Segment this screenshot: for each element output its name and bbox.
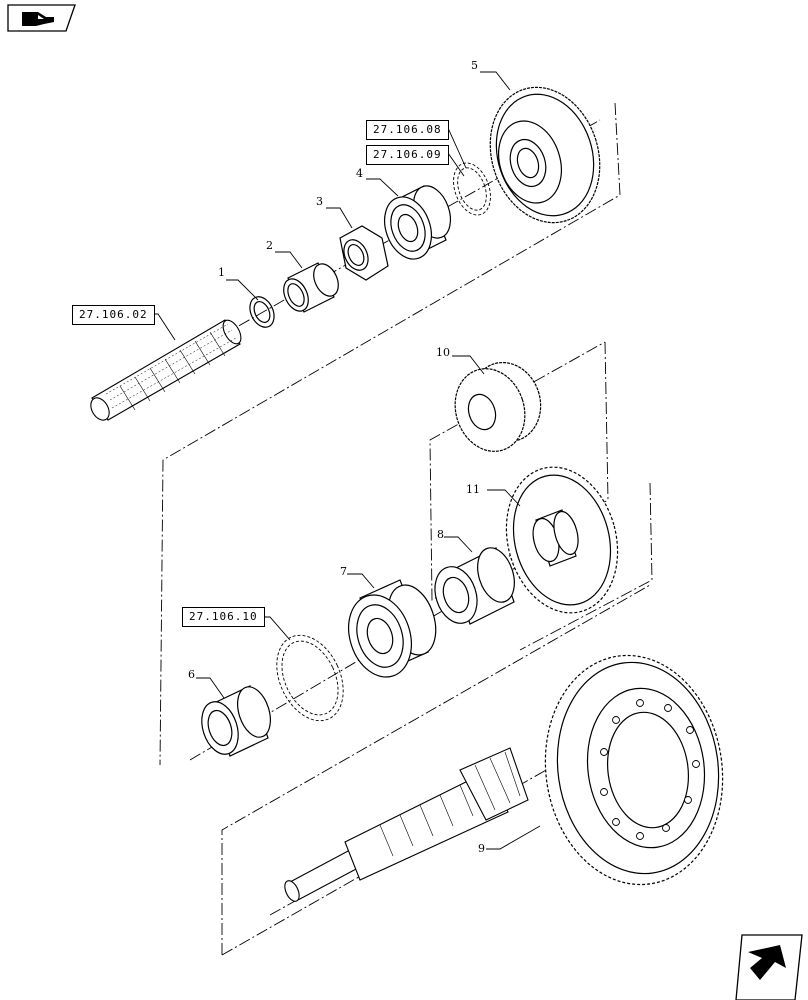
ref-box-27-106-10[interactable]: 27.106.10 <box>182 607 265 627</box>
callout-part-9[interactable]: 9 <box>478 842 485 855</box>
part-9-crown-wheel <box>544 654 724 886</box>
part-4-bearing <box>384 185 452 260</box>
part-3-nut <box>339 225 389 281</box>
shim-ring <box>453 162 491 216</box>
part-1-snap-ring <box>249 296 275 328</box>
callout-part-1[interactable]: 1 <box>218 266 225 279</box>
part-11-gear <box>505 466 619 614</box>
part-10-gear <box>454 361 542 452</box>
callout-part-10[interactable]: 10 <box>436 346 450 359</box>
ref-box-27-106-08[interactable]: 27.106.08 <box>366 120 449 140</box>
ref-box-27-106-09[interactable]: 27.106.09 <box>366 145 449 165</box>
part-5-gear <box>489 86 601 224</box>
hand-pointer-icon[interactable] <box>7 4 76 32</box>
callout-part-7[interactable]: 7 <box>340 565 347 578</box>
callout-part-8[interactable]: 8 <box>437 528 444 541</box>
callout-part-5[interactable]: 5 <box>471 59 478 72</box>
callout-part-2[interactable]: 2 <box>266 239 273 252</box>
shim-ring-lower <box>276 634 344 722</box>
callout-part-3[interactable]: 3 <box>316 195 323 208</box>
arrow-previous-icon[interactable] <box>735 934 803 1000</box>
ref-box-27-106-02[interactable]: 27.106.02 <box>72 305 155 325</box>
callout-part-4[interactable]: 4 <box>356 167 363 180</box>
part-6-bushing <box>201 685 271 757</box>
input-shaft <box>90 319 242 421</box>
part-9-pinion-shaft <box>284 747 529 902</box>
part-7-roller-bearing <box>348 579 437 678</box>
callout-part-11[interactable]: 11 <box>466 483 480 496</box>
part-8-sleeve <box>434 547 515 625</box>
part-2-needle-bearing <box>283 262 339 313</box>
callout-part-6[interactable]: 6 <box>188 668 195 681</box>
